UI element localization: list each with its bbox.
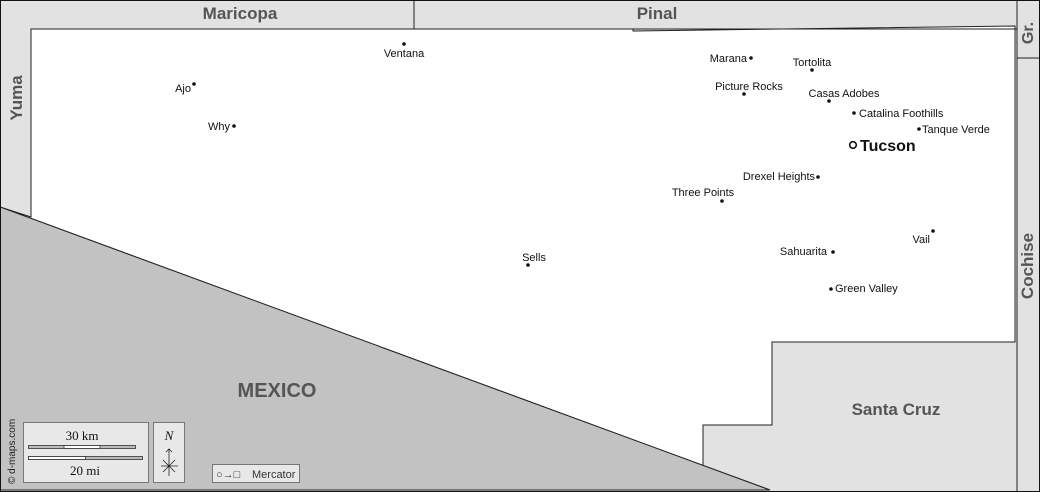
city-marker <box>931 229 935 233</box>
region-pinal: Pinal <box>637 4 678 23</box>
cities: Ventana Ajo Why Marana Tortolita Picture… <box>175 42 990 295</box>
city-marker <box>827 99 831 103</box>
city-label: Ajo <box>175 83 191 95</box>
city-marker <box>917 127 921 131</box>
projection-name: Mercator <box>252 469 296 481</box>
city-marker <box>526 263 530 267</box>
scale-mi-label: 20 mi <box>70 463 100 478</box>
projection-label: ○→□ Mercator <box>212 464 300 483</box>
city-label: Marana <box>710 53 748 65</box>
city-label: Sahuarita <box>780 246 828 258</box>
region-santa-cruz: Santa Cruz <box>852 400 941 419</box>
city-marker <box>232 124 236 128</box>
city-marker-capital <box>848 140 858 150</box>
north-arrow: N <box>153 422 185 483</box>
region-yuma: Yuma <box>7 75 26 121</box>
city-marker <box>831 250 835 254</box>
city-label: Tortolita <box>793 57 832 69</box>
credit: © d-maps.com <box>7 419 18 484</box>
city-label: Sells <box>522 252 546 264</box>
city-marker <box>742 92 746 96</box>
scale-bar: 30 km 20 mi <box>23 422 149 483</box>
city-marker <box>810 68 814 72</box>
city-label: Green Valley <box>835 283 898 295</box>
region-cochise: Cochise <box>1018 233 1037 299</box>
city-label: Vail <box>912 234 930 246</box>
region-mexico: MEXICO <box>238 380 317 402</box>
city-marker <box>192 82 196 86</box>
pima-county <box>0 25 1016 491</box>
city-label: Casas Adobes <box>809 88 880 100</box>
city-marker <box>816 175 820 179</box>
city-label: Catalina Foothills <box>859 108 944 120</box>
region-maricopa: Maricopa <box>203 4 278 23</box>
city-marker <box>852 111 856 115</box>
scale-km-label: 30 km <box>66 428 99 443</box>
city-marker <box>402 42 406 46</box>
city-label: Tanque Verde <box>922 124 990 136</box>
city-marker <box>720 199 724 203</box>
city-label: Drexel Heights <box>743 171 816 183</box>
city-label: Why <box>208 121 231 133</box>
city-marker <box>749 56 753 60</box>
city-label: Three Points <box>672 187 735 199</box>
city-label: Picture Rocks <box>715 81 783 93</box>
city-marker <box>829 287 833 291</box>
region-graham: Gr. <box>1020 22 1037 44</box>
north-label: N <box>164 428 175 443</box>
city-label: Ventana <box>384 48 425 60</box>
mexico-area <box>0 206 771 491</box>
projection-symbol-icon: ○→□ <box>216 469 241 481</box>
city-label-capital: Tucson <box>860 138 916 155</box>
compass-icon <box>161 448 178 476</box>
